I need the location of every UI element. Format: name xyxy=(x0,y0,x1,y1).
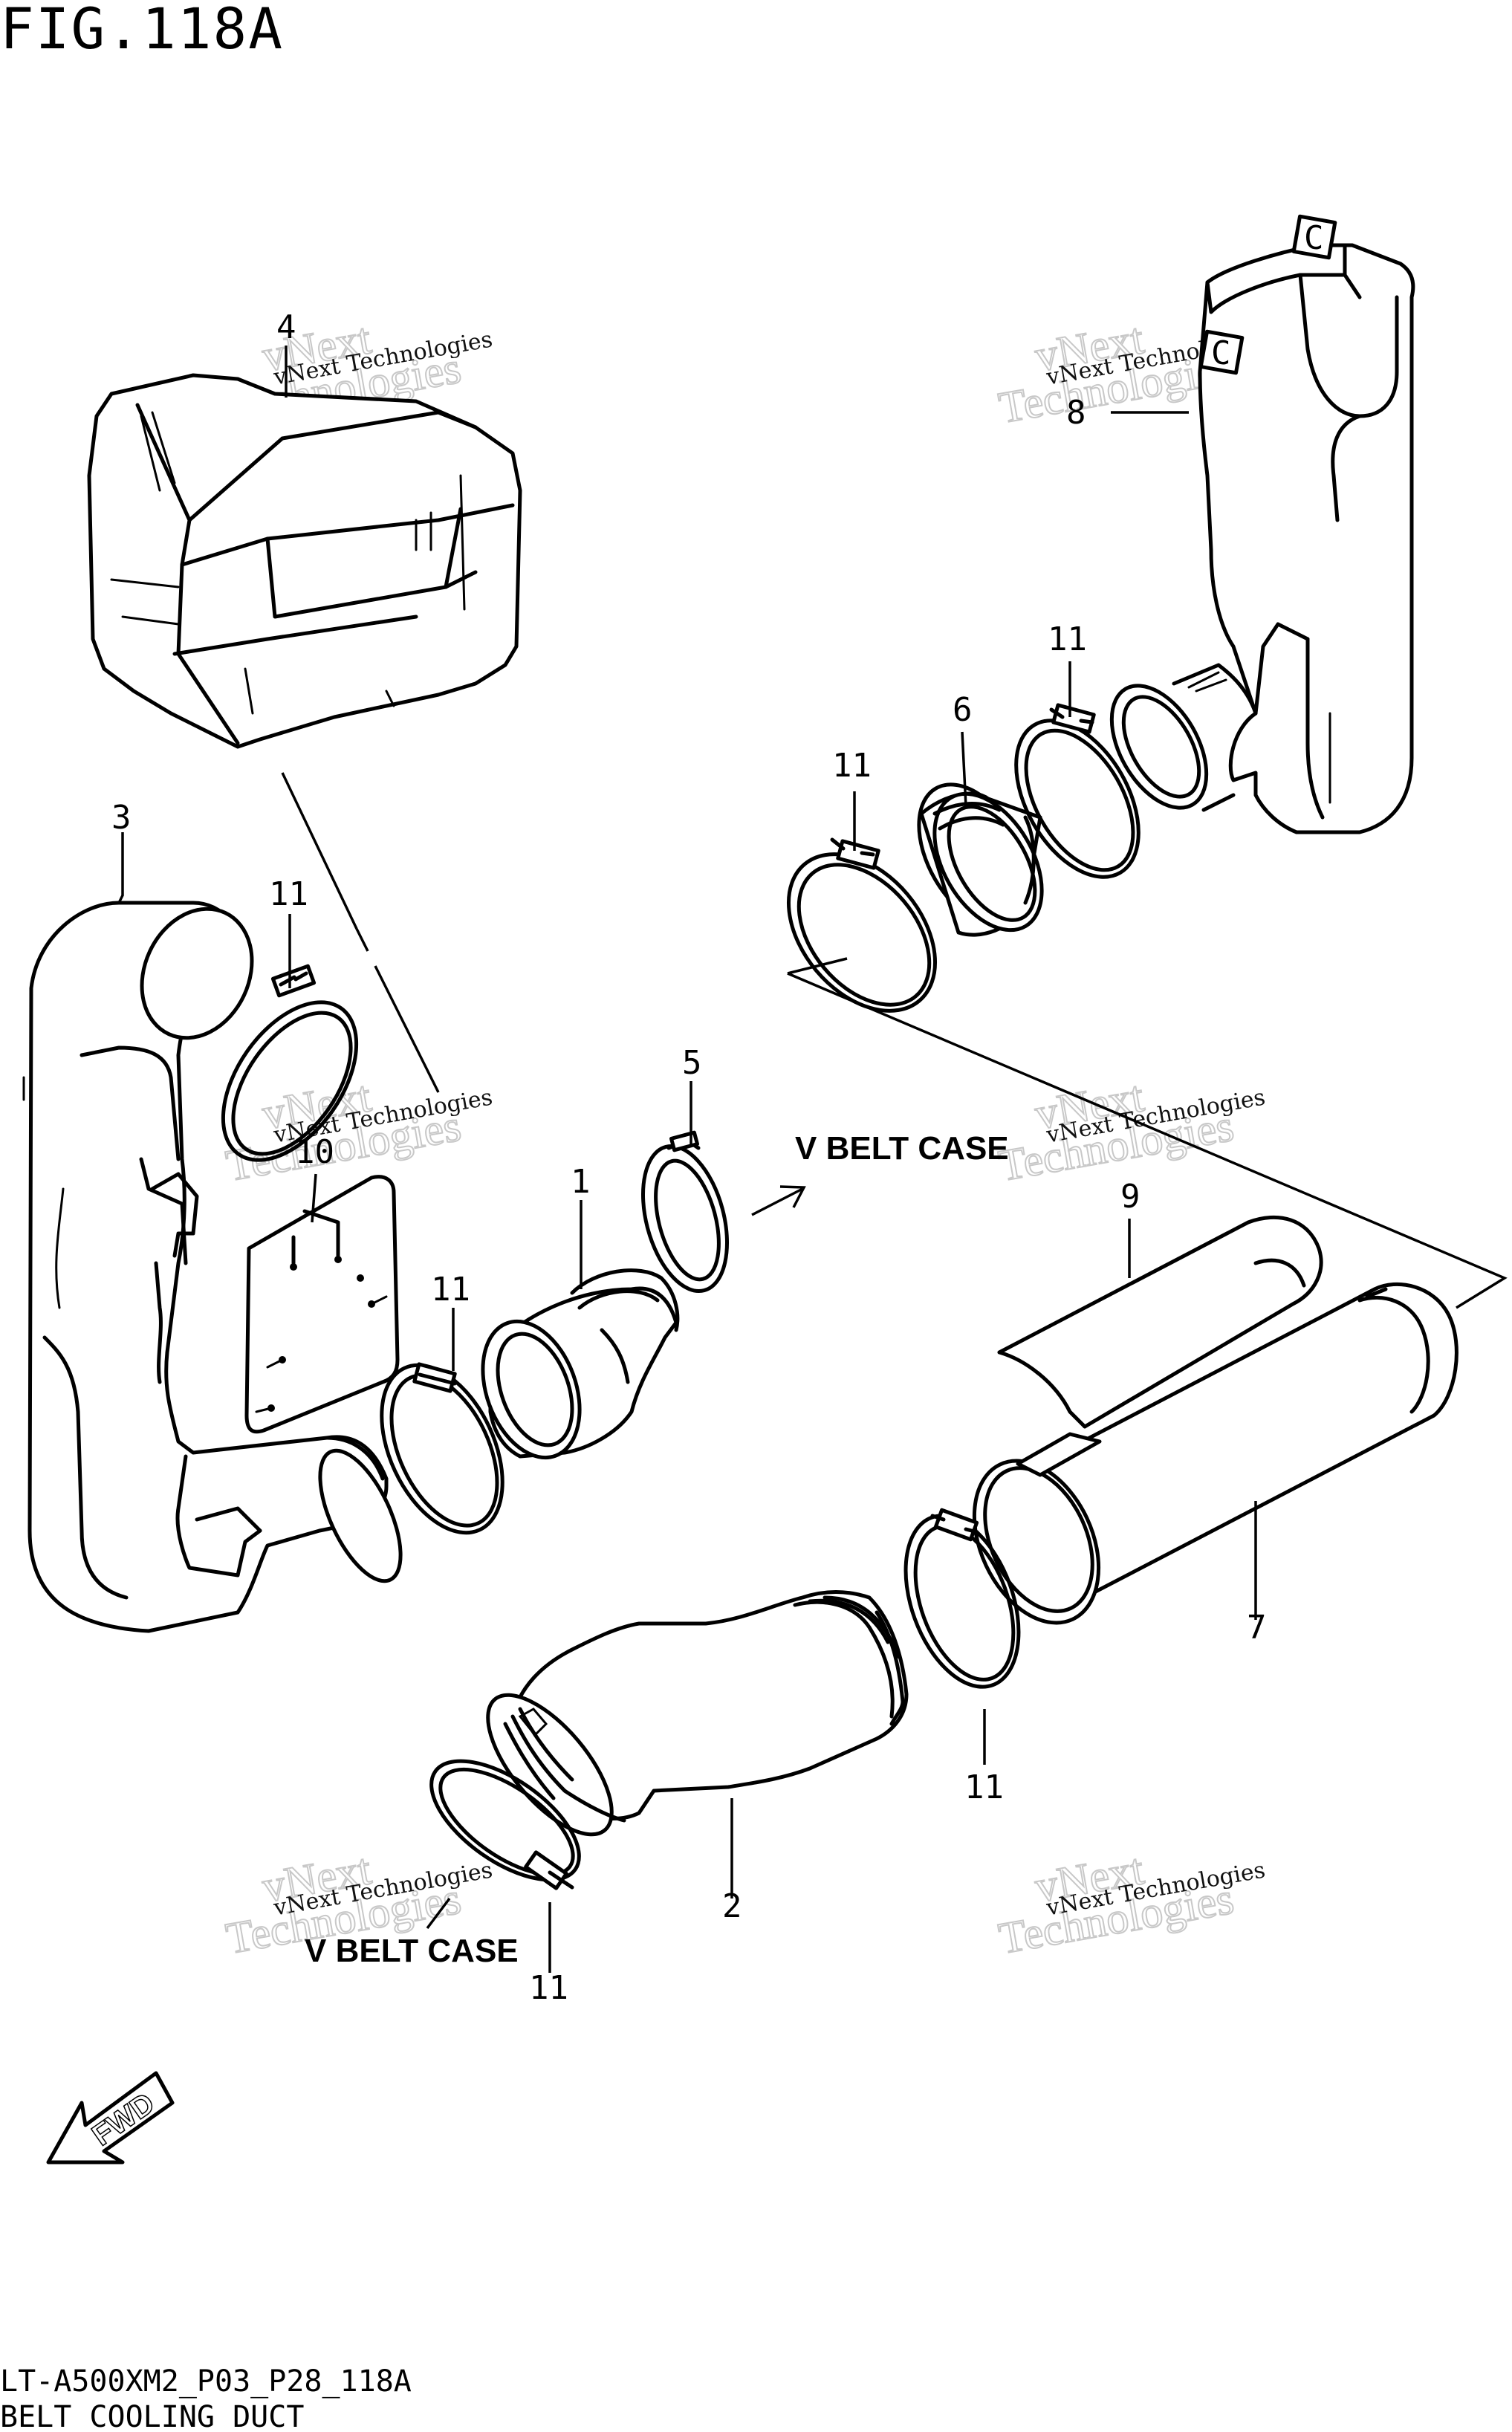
connector-mark-upper: C xyxy=(1304,219,1324,257)
part-6-sleeve xyxy=(917,782,1044,937)
callout-3: 3 xyxy=(111,799,132,837)
callout-11-a: 11 xyxy=(269,875,308,913)
clamp-11c xyxy=(786,837,938,1013)
callout-4: 4 xyxy=(276,308,296,346)
direction-arrow-icon xyxy=(426,1897,451,1930)
figure-name: BELT COOLING DUCT xyxy=(0,2400,305,2432)
figure-code: LT-A500XM2_P03_P28_118A xyxy=(0,2364,412,2399)
connector-mark-lower: C xyxy=(1211,334,1231,372)
assembly-lines xyxy=(281,772,1508,1309)
clamp-11a xyxy=(221,964,359,1162)
clamp-11d xyxy=(1014,703,1141,879)
callout-9: 9 xyxy=(1120,1178,1141,1216)
vbelt-case-label-upper: V BELT CASE xyxy=(795,1130,1009,1167)
callout-7: 7 xyxy=(1247,1609,1267,1647)
callout-10: 10 xyxy=(295,1133,334,1171)
part-10-filter-pad xyxy=(244,1175,400,1434)
callout-6: 6 xyxy=(953,691,973,729)
callout-11-b: 11 xyxy=(431,1271,470,1309)
callout-1: 1 xyxy=(571,1163,591,1201)
clamp-11e xyxy=(903,1508,1021,1689)
vbelt-case-lower: V BELT CASE xyxy=(305,1897,519,1969)
callout-11-c: 11 xyxy=(832,747,872,785)
part-9-shell-cover xyxy=(997,1216,1323,1429)
callout-11-e: 11 xyxy=(964,1768,1004,1806)
part-3-intake-duct xyxy=(22,901,403,1633)
callout-labels: 4 8 3 11 11 6 11 5 1 10 11 9 7 11 2 11 xyxy=(111,308,1267,2007)
figure-title: FIG.118A xyxy=(0,0,285,62)
callout-8: 8 xyxy=(1066,394,1086,432)
clamp-11f xyxy=(429,1759,581,1890)
clamp-group xyxy=(221,703,1141,1890)
part-5-oval-clamp xyxy=(640,1130,730,1294)
vbelt-case-label-lower: V BELT CASE xyxy=(305,1933,519,1969)
direction-arrow-icon xyxy=(751,1187,803,1216)
vbelt-case-upper: V BELT CASE xyxy=(751,1130,1009,1216)
leader-lines xyxy=(117,346,1257,1973)
part-8-upper-duct: C C xyxy=(1109,214,1415,834)
direction-arrow-head xyxy=(779,1185,806,1208)
part-2-lower-duct xyxy=(486,1590,909,1837)
clamp-11b xyxy=(380,1362,504,1535)
callout-5: 5 xyxy=(682,1044,702,1082)
part-7-long-tube xyxy=(972,1283,1459,1625)
callout-2: 2 xyxy=(722,1887,742,1925)
part-4-airbox xyxy=(87,373,522,749)
part-1-elbow xyxy=(481,1268,680,1460)
callout-11-d: 11 xyxy=(1048,620,1087,658)
callout-11-f: 11 xyxy=(529,1969,568,2007)
fwd-arrow-icon: FWD xyxy=(46,2071,175,2165)
